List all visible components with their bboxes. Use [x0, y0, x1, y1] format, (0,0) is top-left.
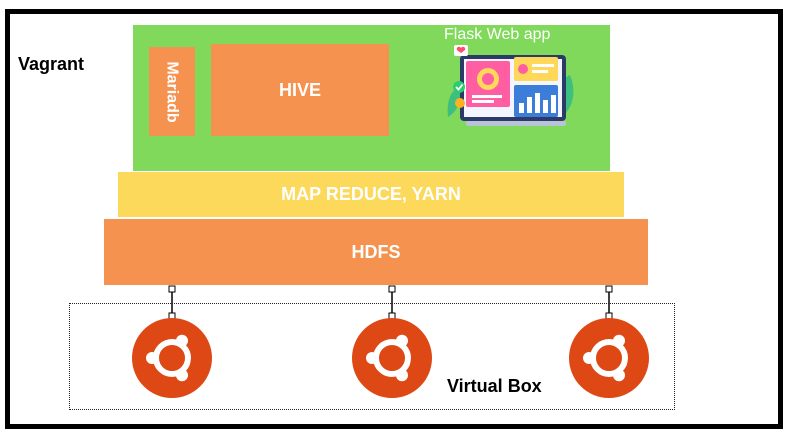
- mapreduce-yarn-layer: MAP REDUCE, YARN: [118, 172, 624, 217]
- ubuntu-logo-icon: [569, 318, 649, 398]
- dashboard-illustration-icon: [447, 45, 574, 126]
- flask-web-app-label: Flask Web app: [444, 26, 551, 43]
- hive-label: HIVE: [278, 79, 321, 100]
- mariadb-box: Mariadb: [149, 47, 195, 136]
- vagrant-label: Vagrant: [18, 54, 85, 74]
- mapreduce-yarn-label: MAP REDUCE, YARN: [281, 184, 461, 204]
- ubuntu-logo-icon: [352, 318, 432, 398]
- hdfs-label: HDFS: [351, 241, 401, 262]
- hive-box: HIVE: [211, 44, 389, 136]
- hdfs-layer: HDFS: [104, 219, 648, 285]
- mariadb-label: Mariadb: [164, 60, 181, 123]
- virtual-box-label: Virtual Box: [447, 376, 542, 396]
- ubuntu-logo-icon: [132, 318, 212, 398]
- virtual-box-container: [69, 303, 675, 410]
